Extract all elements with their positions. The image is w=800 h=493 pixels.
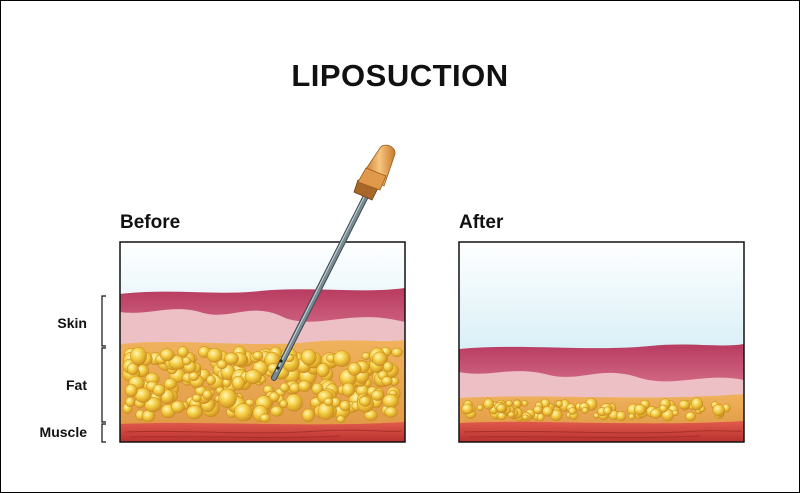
fat-globule — [152, 383, 166, 397]
fat-globule — [259, 413, 271, 423]
fat-globule — [678, 399, 691, 410]
fat-globule — [170, 400, 185, 414]
fat-globule — [496, 403, 507, 413]
fat-globule — [279, 399, 288, 409]
fat-globule — [341, 382, 355, 397]
after-panel — [459, 242, 744, 442]
fat-globule — [536, 413, 545, 422]
fat-globule — [603, 406, 612, 416]
fat-globule — [476, 404, 484, 412]
fat-globule — [234, 403, 253, 422]
muscle-label: Muscle — [39, 424, 87, 440]
fat-globule — [685, 411, 696, 422]
fat-globule — [285, 393, 303, 412]
fat-globule — [347, 362, 362, 376]
fat-globule — [159, 348, 175, 362]
fat-globule — [712, 404, 725, 417]
fat-globule — [130, 346, 147, 366]
fat-globule — [690, 397, 704, 411]
after-fat-globules — [461, 397, 731, 422]
fat-globule — [218, 388, 237, 409]
fat-globule — [339, 400, 351, 412]
fat-globule — [358, 396, 372, 407]
fat-globule — [125, 396, 136, 408]
fat-globule — [126, 362, 139, 376]
fat-globule — [336, 415, 346, 423]
fat-globule — [649, 408, 662, 419]
fat-label: Fat — [66, 377, 87, 393]
fat-globule — [382, 393, 400, 409]
before-panel-border — [119, 241, 406, 443]
fat-globule — [542, 406, 554, 417]
fat-globule — [522, 414, 529, 421]
fat-globule — [381, 376, 393, 386]
fat-globule — [316, 362, 330, 378]
fat-globule — [372, 351, 388, 367]
fat-globule — [658, 404, 668, 413]
fat-bracket — [101, 347, 106, 423]
fat-globule — [568, 407, 577, 415]
fat-globule — [461, 403, 474, 415]
fat-globule — [323, 397, 334, 406]
after-panel-border — [458, 241, 745, 443]
fat-globule — [384, 406, 398, 418]
fat-globule — [124, 383, 138, 398]
fat-globule — [297, 380, 312, 392]
fat-globule — [202, 389, 213, 400]
fat-globule — [270, 405, 284, 417]
fat-globule — [186, 405, 203, 420]
fat-globule — [300, 349, 317, 366]
fat-globule — [224, 352, 239, 365]
fat-globule — [555, 400, 563, 408]
fat-globule — [279, 382, 290, 393]
layer-brackets — [101, 295, 106, 443]
fat-globule — [244, 369, 262, 384]
fat-globule — [628, 413, 636, 420]
before-muscle-layer — [120, 422, 405, 442]
fat-globule — [581, 407, 589, 414]
fat-globule — [615, 410, 627, 422]
fat-globule — [391, 347, 403, 358]
fat-globule — [512, 399, 522, 408]
after-label: After — [459, 212, 504, 233]
fat-globule — [333, 350, 351, 367]
fat-globule — [301, 408, 315, 423]
fat-globule — [216, 359, 228, 370]
fat-globule — [483, 398, 495, 410]
fat-globule — [206, 375, 216, 386]
muscle-bracket — [101, 423, 106, 443]
fat-globule — [182, 356, 192, 366]
before-label: Before — [120, 212, 181, 233]
after-skin-inner — [459, 371, 744, 402]
fat-globule — [507, 411, 516, 418]
skin-bracket — [101, 295, 106, 347]
cannula-icon — [271, 144, 396, 381]
fat-globule — [188, 371, 200, 382]
before-fat-globules — [122, 346, 403, 423]
fat-globule — [505, 399, 513, 407]
fat-globule — [382, 361, 394, 373]
diagram-title: LIPOSUCTION — [291, 58, 509, 93]
fat-globule — [268, 391, 280, 403]
fat-globule — [370, 389, 384, 401]
fat-globule — [231, 375, 246, 391]
fat-globule — [177, 346, 189, 358]
fat-globule — [163, 378, 177, 390]
fat-globule — [206, 347, 223, 363]
fat-globule — [252, 351, 264, 361]
fat-globule — [533, 405, 543, 415]
fat-globule — [633, 403, 647, 416]
fat-globule — [671, 409, 679, 416]
before-panel — [120, 242, 405, 442]
fat-globule — [191, 393, 202, 403]
skin-label: Skin — [57, 315, 87, 331]
